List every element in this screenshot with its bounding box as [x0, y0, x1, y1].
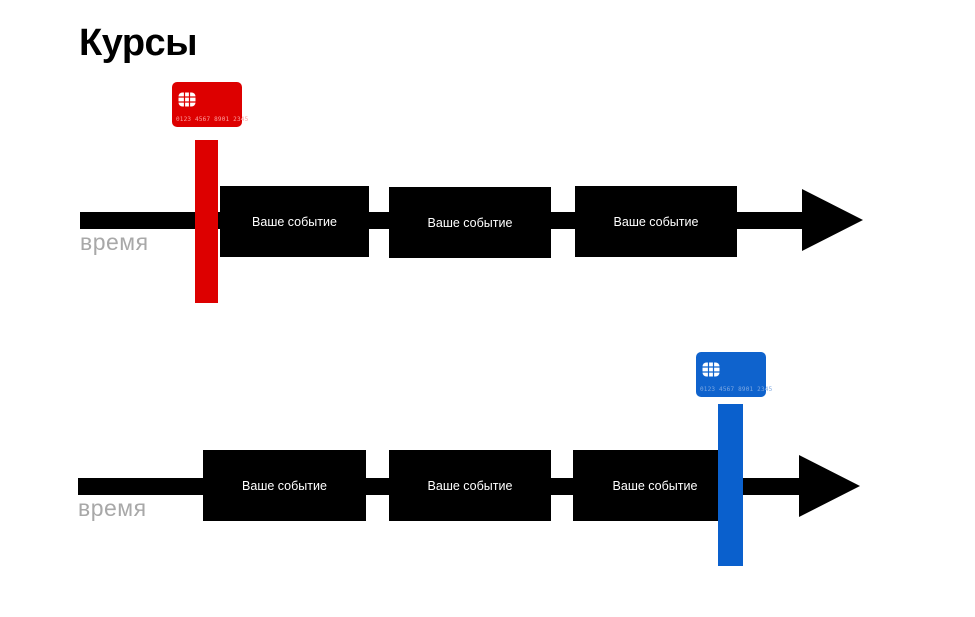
event-label: Ваше событие — [427, 215, 513, 230]
event-box: Ваше событие — [575, 186, 737, 257]
event-label: Ваше событие — [612, 478, 698, 493]
page-title: Курсы — [79, 22, 198, 64]
timeline-2-axis-label: время — [78, 495, 147, 521]
event-box: Ваше событие — [573, 450, 737, 521]
card-number: 0123 4567 8901 2345 — [176, 116, 249, 123]
blue-payment-card-icon: 0123 4567 8901 2345 — [696, 352, 773, 397]
red-payment-card-icon: 0123 4567 8901 2345 — [172, 82, 249, 127]
event-box: Ваше событие — [389, 187, 551, 258]
timeline-1-card-marker-bar — [195, 140, 218, 303]
timeline-2-card-marker-bar — [718, 404, 743, 566]
event-label: Ваше событие — [252, 214, 337, 229]
timeline-1-arrowhead-icon — [802, 189, 863, 251]
event-box: Ваше событие — [220, 186, 369, 257]
event-box: Ваше событие — [203, 450, 366, 521]
event-box: Ваше событие — [389, 450, 551, 521]
event-label: Ваше событие — [242, 478, 327, 493]
event-label: Ваше событие — [613, 214, 699, 229]
timeline-1-axis-label: время — [80, 229, 149, 255]
timeline-2-arrowhead-icon — [799, 455, 860, 517]
card-number: 0123 4567 8901 2345 — [700, 386, 773, 393]
event-label: Ваше событие — [427, 478, 513, 493]
card-chip-icon — [178, 92, 196, 112]
card-chip-icon — [702, 362, 720, 382]
